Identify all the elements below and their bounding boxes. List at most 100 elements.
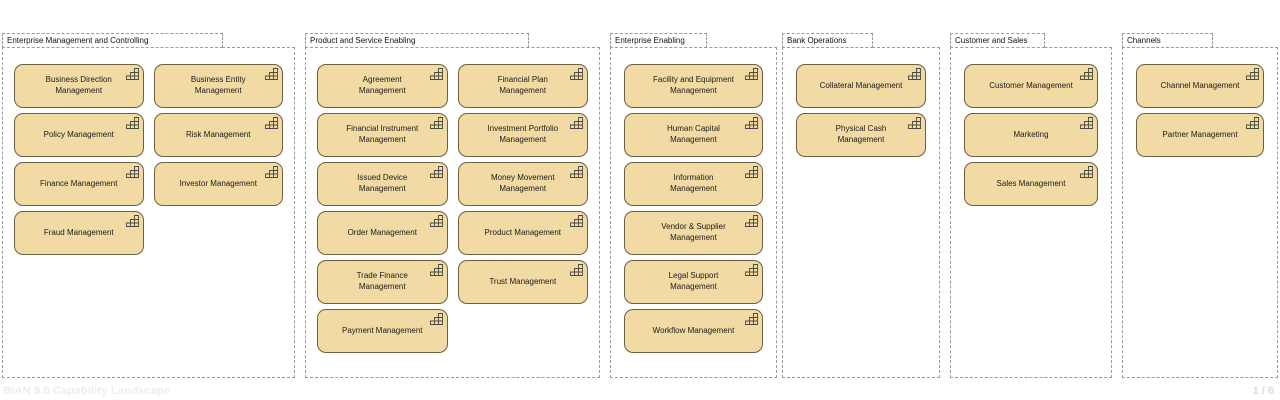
capability-agreement-management[interactable]: Agreement Management — [317, 64, 448, 108]
capability-grid-steps-icon — [745, 264, 758, 276]
capability-vendor-supplier-management[interactable]: Vendor & Supplier Management — [624, 211, 763, 255]
capability-label: Information Management — [670, 173, 717, 193]
capability-grid-steps-icon — [745, 68, 758, 80]
footer-title: BIAN 8.0 Capability Landscape — [3, 385, 171, 397]
capability-label: Business Entity Management — [190, 75, 246, 95]
capability-grid-steps-icon — [125, 166, 139, 178]
capability-grid-steps-icon — [1246, 117, 1259, 129]
package-label: Enterprise Management and Controlling — [7, 35, 149, 45]
capability-business-entity-management[interactable]: Business Entity Management — [153, 64, 283, 108]
capability-label: Order Management — [347, 227, 417, 237]
capability-fraud-management[interactable]: Fraud Management — [14, 211, 144, 255]
capability-label: Partner Management — [1162, 129, 1238, 139]
capability-grid-steps-icon — [125, 68, 139, 80]
capability-marketing[interactable]: Marketing — [964, 113, 1098, 157]
package-tab: Enterprise Enabling — [610, 33, 707, 48]
capability-label: Trade Finance Management — [356, 271, 408, 291]
capability-label: Workflow Management — [652, 325, 735, 335]
capability-grid-steps-icon — [1246, 68, 1259, 80]
capability-label: Legal Support Management — [668, 271, 719, 291]
capability-label: Finance Management — [40, 178, 118, 188]
capability-financial-plan-management[interactable]: Financial Plan Management — [457, 64, 588, 108]
capability-grid-steps-icon — [429, 264, 443, 276]
capability-grid-steps-icon — [1080, 166, 1093, 178]
capability-risk-management[interactable]: Risk Management — [153, 113, 283, 157]
capability-human-capital-management[interactable]: Human Capital Management — [624, 113, 763, 157]
capability-product-management[interactable]: Product Management — [457, 211, 588, 255]
capability-grid-steps-icon — [745, 313, 758, 325]
capability-information-management[interactable]: Information Management — [624, 162, 763, 206]
capability-label: Marketing — [1013, 129, 1049, 139]
capability-label: Channel Management — [1160, 80, 1240, 90]
capability-grid-steps-icon — [570, 166, 583, 178]
capability-grid-steps-icon — [429, 117, 443, 129]
capability-sales-management[interactable]: Sales Management — [964, 162, 1098, 206]
capability-list: Business Direction Management Business En… — [3, 48, 294, 271]
package-label: Product and Service Enabling — [310, 35, 416, 45]
capability-finance-management[interactable]: Finance Management — [14, 162, 144, 206]
capability-grid-steps-icon — [1080, 117, 1093, 129]
capability-channel-management[interactable]: Channel Management — [1136, 64, 1264, 108]
capability-label: Risk Management — [186, 129, 251, 139]
capability-money-movement-management[interactable]: Money Movement Management — [457, 162, 588, 206]
capability-grid-steps-icon — [745, 166, 758, 178]
capability-investor-management[interactable]: Investor Management — [153, 162, 283, 206]
capability-order-management[interactable]: Order Management — [317, 211, 448, 255]
capability-business-direction-management[interactable]: Business Direction Management — [14, 64, 144, 108]
capability-label: Money Movement Management — [490, 173, 555, 193]
capability-grid-steps-icon — [745, 117, 758, 129]
capability-legal-support-management[interactable]: Legal Support Management — [624, 260, 763, 304]
capability-financial-instrument-management[interactable]: Financial Instrument Management — [317, 113, 448, 157]
capability-grid-steps-icon — [429, 166, 443, 178]
capability-trust-management[interactable]: Trust Management — [457, 260, 588, 304]
capability-grid-steps-icon — [265, 117, 278, 129]
capability-label: Financial Instrument Management — [346, 124, 419, 144]
capability-trade-finance-management[interactable]: Trade Finance Management — [317, 260, 448, 304]
capability-grid-steps-icon — [429, 68, 443, 80]
capability-label: Investor Management — [179, 178, 257, 188]
capability-label: Product Management — [484, 227, 562, 237]
capability-label: Collateral Management — [819, 80, 903, 90]
capability-label: Vendor & Supplier Management — [661, 222, 726, 242]
capability-grid-steps-icon — [265, 166, 278, 178]
capability-collateral-management[interactable]: Collateral Management — [796, 64, 926, 108]
capability-label: Sales Management — [996, 178, 1066, 188]
package-tab: Bank Operations — [782, 33, 873, 48]
package-label: Customer and Sales — [955, 35, 1028, 45]
package-tab: Customer and Sales — [950, 33, 1045, 48]
capability-customer-management[interactable]: Customer Management — [964, 64, 1098, 108]
capability-grid-steps-icon — [908, 117, 921, 129]
capability-grid-steps-icon — [125, 117, 139, 129]
capability-partner-management[interactable]: Partner Management — [1136, 113, 1264, 157]
capability-investment-portfolio-management[interactable]: Investment Portfolio Management — [457, 113, 588, 157]
package-tab: Enterprise Management and Controlling — [2, 33, 223, 48]
capability-payment-management[interactable]: Payment Management — [317, 309, 448, 353]
capability-issued-device-management[interactable]: Issued Device Management — [317, 162, 448, 206]
package-label: Bank Operations — [787, 35, 847, 45]
package-body: Business Direction Management Business En… — [2, 47, 295, 378]
capability-grid-steps-icon — [125, 215, 139, 227]
capability-policy-management[interactable]: Policy Management — [14, 113, 144, 157]
capability-label: Customer Management — [989, 80, 1073, 90]
capability-label: Trust Management — [489, 276, 557, 286]
capability-label: Human Capital Management — [667, 124, 720, 144]
capability-facility-and-equipment-management[interactable]: Facility and Equipment Management — [624, 64, 763, 108]
capability-label: Business Direction Management — [45, 75, 112, 95]
capability-label: Facility and Equipment Management — [653, 75, 734, 95]
capability-physical-cash-management[interactable]: Physical Cash Management — [796, 113, 926, 157]
capability-label: Policy Management — [43, 129, 114, 139]
capability-workflow-management[interactable]: Workflow Management — [624, 309, 763, 353]
